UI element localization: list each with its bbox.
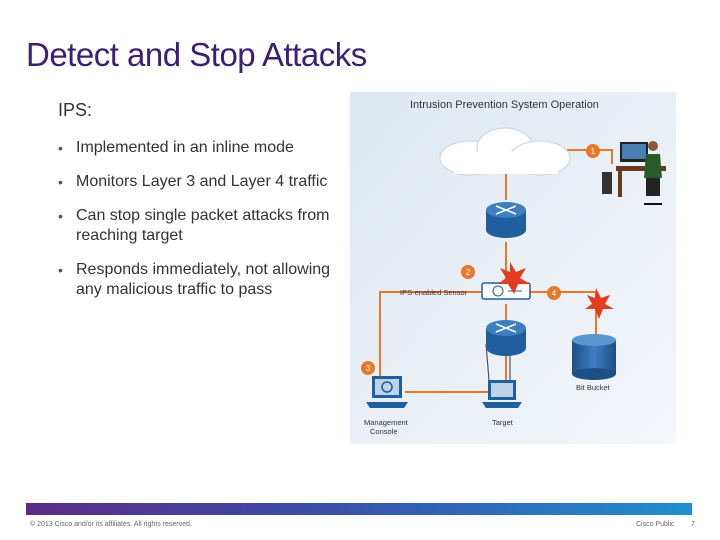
- target-laptop-icon: [482, 380, 522, 408]
- footer-gradient-bar: [26, 503, 692, 515]
- svg-text:1: 1: [591, 147, 596, 156]
- attack-burst-icon: [498, 262, 530, 294]
- step-badge-1: 1: [586, 144, 600, 158]
- target-label: Target: [492, 418, 514, 427]
- copyright-text: © 2013 Cisco and/or its affiliates. All …: [30, 521, 192, 528]
- ips-sensor-icon: [481, 282, 531, 300]
- bullet-text: Implemented in an inline mode: [76, 139, 294, 156]
- bullet-list: • Implemented in an inline mode • Monitors…: [58, 138, 338, 314]
- ips-subheading: IPS:: [58, 100, 93, 120]
- svg-text:3: 3: [366, 364, 371, 373]
- bullet-text: Can stop single packet attacks from reac…: [76, 207, 330, 244]
- bullet-text: Responds immediately, not allowing any m…: [76, 261, 331, 298]
- bit-bucket-label: Bit Bucket: [576, 383, 611, 392]
- step-badge-2: 2: [461, 265, 475, 279]
- attacker-icon: [602, 141, 666, 205]
- ips-operation-diagram: Intrusion Prevention System Operation: [350, 92, 676, 444]
- management-console-icon: [366, 376, 408, 408]
- bullet-item: • Responds immediately, not allowing any …: [58, 260, 338, 300]
- page-number: 7: [691, 521, 695, 528]
- footer-label: Cisco Public: [636, 521, 675, 528]
- step-badge-3: 3: [361, 361, 375, 375]
- management-console-label-line1: Management: [364, 418, 409, 427]
- slide-title: Detect and Stop Attacks: [26, 36, 367, 73]
- bullet-item: • Can stop single packet attacks from rea…: [58, 206, 338, 246]
- bit-bucket-icon: [572, 334, 616, 380]
- bullet-dot: •: [58, 262, 63, 278]
- ips-sensor-label: IPS-enabled Sensor: [400, 288, 468, 297]
- svg-text:4: 4: [552, 289, 557, 298]
- bullet-item: • Implemented in an inline mode: [58, 138, 338, 158]
- internet-cloud-icon: [439, 127, 571, 176]
- diagram-title: Intrusion Prevention System Operation: [410, 99, 599, 111]
- bullet-dot: •: [58, 208, 63, 224]
- router-bottom-icon: [486, 320, 526, 356]
- bullet-text: Monitors Layer 3 and Layer 4 traffic: [76, 173, 328, 190]
- svg-text:2: 2: [466, 268, 471, 277]
- bullet-dot: •: [58, 174, 63, 190]
- bullet-dot: •: [58, 140, 63, 156]
- router-top-icon: [486, 202, 526, 238]
- management-console-label-line2: Console: [370, 427, 398, 436]
- attack-burst-icon: [585, 288, 614, 319]
- bullet-item: • Monitors Layer 3 and Layer 4 traffic: [58, 172, 338, 192]
- step-badge-4: 4: [547, 286, 561, 300]
